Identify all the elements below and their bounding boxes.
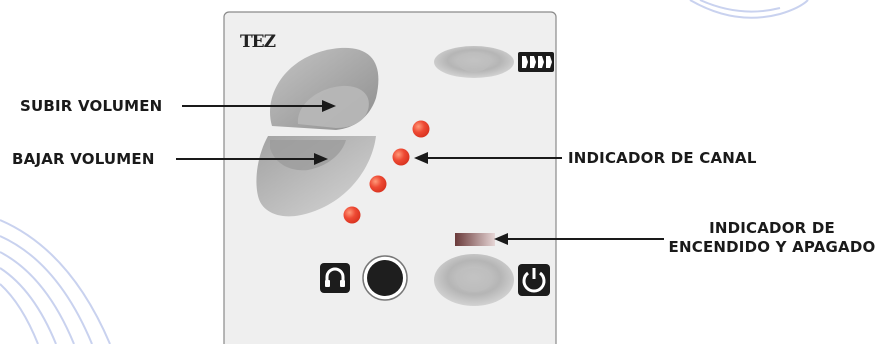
brand-logo: TEZ: [240, 32, 276, 52]
channel-leds: [343, 120, 430, 224]
audio-channels-icon: [518, 52, 554, 72]
label-power-indicator-line1: INDICADOR DE: [709, 219, 835, 237]
background-rings: [0, 0, 809, 344]
power-indicator-light: [455, 233, 495, 246]
headphones-icon: [320, 263, 350, 293]
label-power-indicator: INDICADOR DE ENCENDIDO Y APAGADO: [666, 219, 878, 257]
volume-rocker: [256, 47, 381, 217]
channel-led-1: [412, 120, 430, 138]
leader-lines: [176, 100, 664, 245]
volume-down-button-inner: [270, 140, 346, 171]
label-volume-down: BAJAR VOLUMEN: [12, 150, 155, 168]
label-channel-indicator: INDICADOR DE CANAL: [568, 149, 757, 167]
label-power-indicator-line2: ENCENDIDO Y APAGADO: [668, 238, 876, 256]
channel-led-4: [343, 206, 361, 224]
channel-led-2: [392, 148, 410, 166]
label-volume-up: SUBIR VOLUMEN: [20, 97, 163, 115]
power-icon: [518, 264, 550, 296]
channel-led-3: [369, 175, 387, 193]
